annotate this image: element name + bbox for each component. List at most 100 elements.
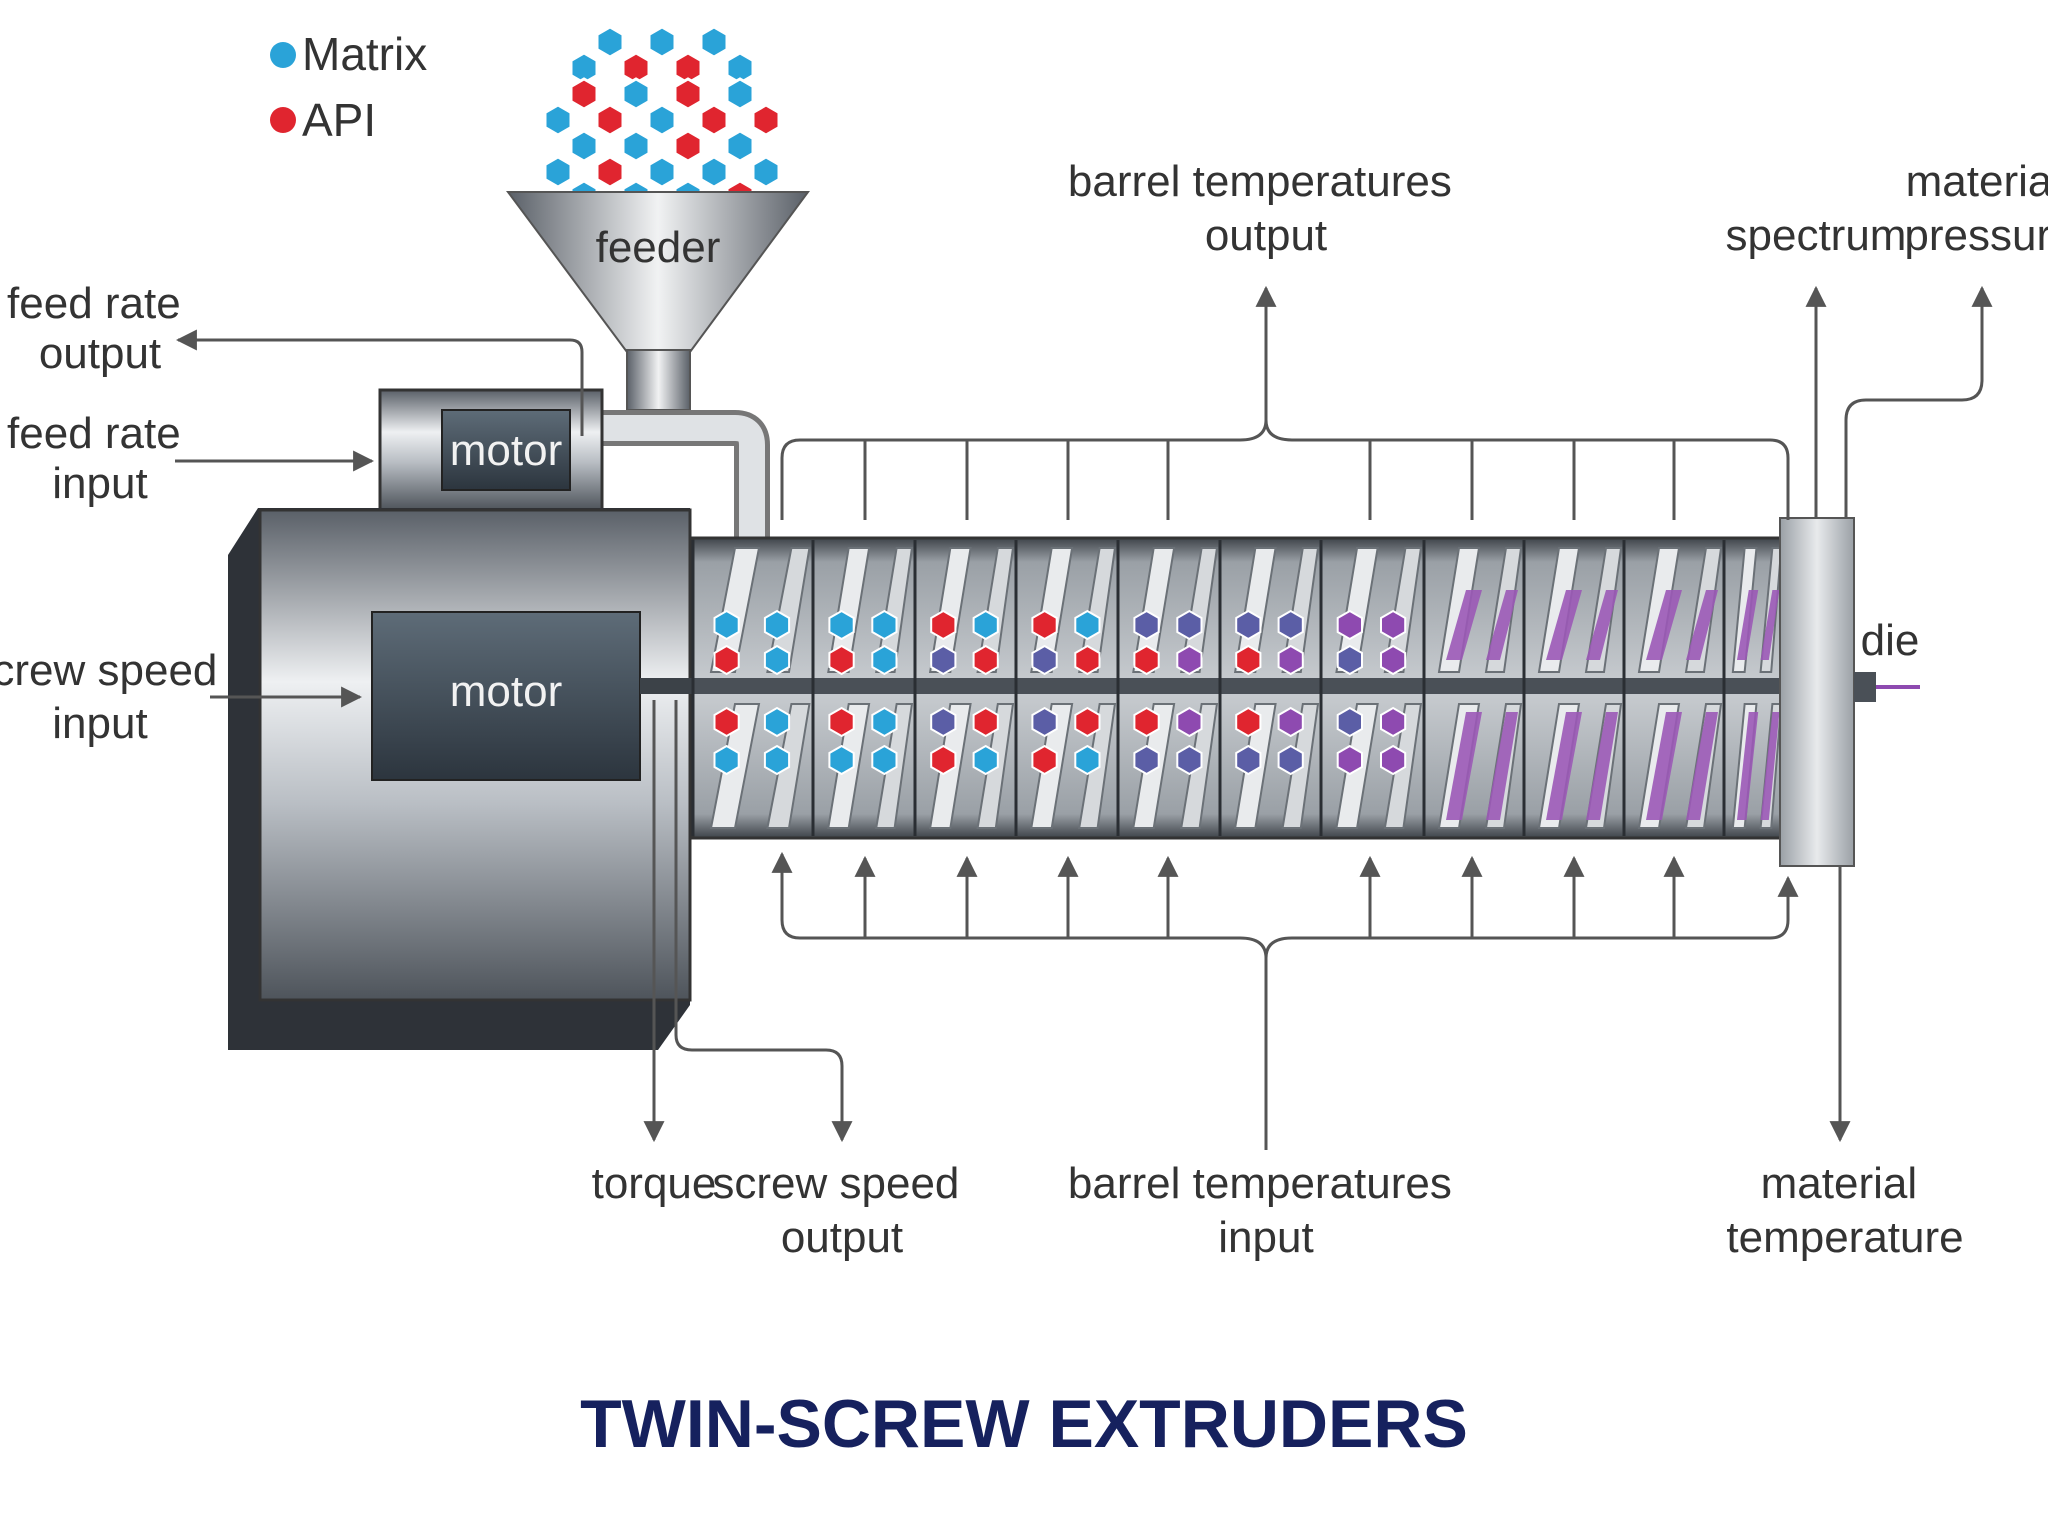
barrel-particle bbox=[1277, 706, 1304, 738]
die-plate bbox=[1779, 517, 1920, 867]
melt-band bbox=[1736, 590, 1759, 660]
pile-hexagon bbox=[647, 155, 677, 189]
barrel-particle bbox=[1031, 644, 1058, 676]
barrel-particle bbox=[871, 744, 898, 776]
barrel-particle bbox=[763, 644, 791, 676]
pile-hexagon bbox=[647, 103, 677, 137]
barrel-particle bbox=[871, 609, 898, 641]
barrel-particle bbox=[1336, 744, 1363, 776]
legend-matrix-label: Matrix bbox=[302, 28, 427, 80]
screw-flight bbox=[1637, 547, 1681, 673]
barrel-particle bbox=[1074, 609, 1101, 641]
melt-band bbox=[1586, 712, 1618, 820]
barrel-particle bbox=[713, 744, 740, 776]
legend-api-label: API bbox=[302, 94, 376, 146]
material-temperature-label: material temperature bbox=[1726, 1159, 1963, 1262]
barrel-particle bbox=[972, 609, 999, 641]
powder-pile bbox=[543, 25, 781, 213]
melt-band bbox=[1446, 590, 1482, 660]
barrel-particle bbox=[930, 706, 957, 738]
barrel-particle bbox=[1031, 744, 1058, 776]
small-motor-housing: motor bbox=[378, 388, 604, 512]
legend-api-swatch bbox=[270, 107, 296, 133]
barrel-particle bbox=[1176, 744, 1203, 776]
barrel-particle bbox=[1176, 706, 1203, 738]
pile-hexagon bbox=[725, 129, 755, 163]
barrel-particle bbox=[763, 609, 791, 641]
barrel-particle bbox=[930, 744, 957, 776]
screw-flight bbox=[1731, 547, 1758, 673]
barrel-particle bbox=[763, 744, 791, 776]
screw-flight bbox=[1437, 547, 1481, 673]
feeder-label: feeder bbox=[596, 223, 721, 272]
barrel-temperature-output-bracket bbox=[780, 285, 1790, 520]
pile-hexagon bbox=[699, 25, 729, 59]
barrel-particle bbox=[871, 706, 898, 738]
pile-hexagon bbox=[621, 129, 651, 163]
barrel-particle bbox=[1176, 644, 1203, 676]
spectrum-label: spectrum bbox=[1726, 211, 1907, 260]
barrel-particle bbox=[1031, 706, 1058, 738]
barrel-particle bbox=[972, 706, 999, 738]
barrel-particle bbox=[713, 706, 740, 738]
barrel-particle bbox=[713, 644, 740, 676]
barrel-particle bbox=[1176, 609, 1203, 641]
melt-band bbox=[1760, 590, 1780, 660]
pile-hexagon bbox=[543, 155, 573, 189]
material-pressure-label: material pressure bbox=[1904, 157, 2048, 260]
barrel-particle bbox=[1380, 644, 1407, 676]
barrel-particle bbox=[763, 706, 791, 738]
barrel-particle bbox=[1133, 644, 1160, 676]
pile-hexagon bbox=[647, 25, 677, 59]
melt-band bbox=[1486, 712, 1518, 820]
barrel-particle bbox=[930, 644, 957, 676]
melt-band bbox=[1446, 712, 1482, 820]
barrel-particle bbox=[1133, 744, 1160, 776]
feed-rate-output-label: feed rate output bbox=[7, 279, 193, 378]
pile-hexagon bbox=[673, 77, 703, 111]
melt-band bbox=[1486, 590, 1518, 660]
barrel-particle bbox=[1336, 706, 1363, 738]
barrel-particle bbox=[1133, 609, 1160, 641]
barrel-particle bbox=[828, 706, 855, 738]
melt-band bbox=[1646, 712, 1682, 820]
barrel-temperature-input-bracket bbox=[771, 851, 1799, 1150]
barrel-particle bbox=[1074, 706, 1101, 738]
barrel-particle bbox=[1235, 609, 1262, 641]
melt-band bbox=[1586, 590, 1618, 660]
melt-band bbox=[1646, 590, 1682, 660]
barrel-particle bbox=[1074, 644, 1101, 676]
pile-hexagon bbox=[569, 77, 599, 111]
pile-hexagon bbox=[699, 155, 729, 189]
drive-shaft bbox=[640, 678, 696, 694]
melt-band bbox=[1760, 712, 1780, 820]
barrel-particle bbox=[713, 609, 740, 641]
barrel-particle bbox=[1031, 609, 1058, 641]
barrel-particle bbox=[972, 744, 999, 776]
pile-hexagon bbox=[595, 103, 625, 137]
barrel-particle bbox=[828, 744, 855, 776]
barrel-particle bbox=[1380, 609, 1407, 641]
barrel-particle bbox=[1380, 744, 1407, 776]
torque-label: torque bbox=[592, 1159, 717, 1208]
barrel-temperatures-input-label: barrel temperatures input bbox=[1068, 1159, 1464, 1262]
barrel-particle bbox=[1277, 744, 1304, 776]
legend: Matrix API bbox=[270, 28, 427, 146]
pile-hexagon bbox=[569, 129, 599, 163]
barrel-particle bbox=[972, 644, 999, 676]
pile-hexagon bbox=[751, 103, 781, 137]
small-motor-label: motor bbox=[450, 426, 562, 475]
pile-hexagon bbox=[751, 155, 781, 189]
barrel-particle bbox=[1380, 706, 1407, 738]
screw-speed-output-arrow bbox=[674, 700, 853, 1143]
material-pressure-arrow bbox=[1844, 285, 1993, 518]
barrel-particle bbox=[1235, 706, 1262, 738]
barrel-particle bbox=[1235, 744, 1262, 776]
screw-speed-input-label: screw speed input bbox=[0, 646, 230, 748]
melt-band bbox=[1736, 712, 1759, 820]
barrel-particle bbox=[828, 644, 855, 676]
barrel-particle bbox=[828, 609, 855, 641]
barrel-particle bbox=[1074, 744, 1101, 776]
melt-band bbox=[1546, 712, 1582, 820]
barrel-particle bbox=[1336, 644, 1363, 676]
